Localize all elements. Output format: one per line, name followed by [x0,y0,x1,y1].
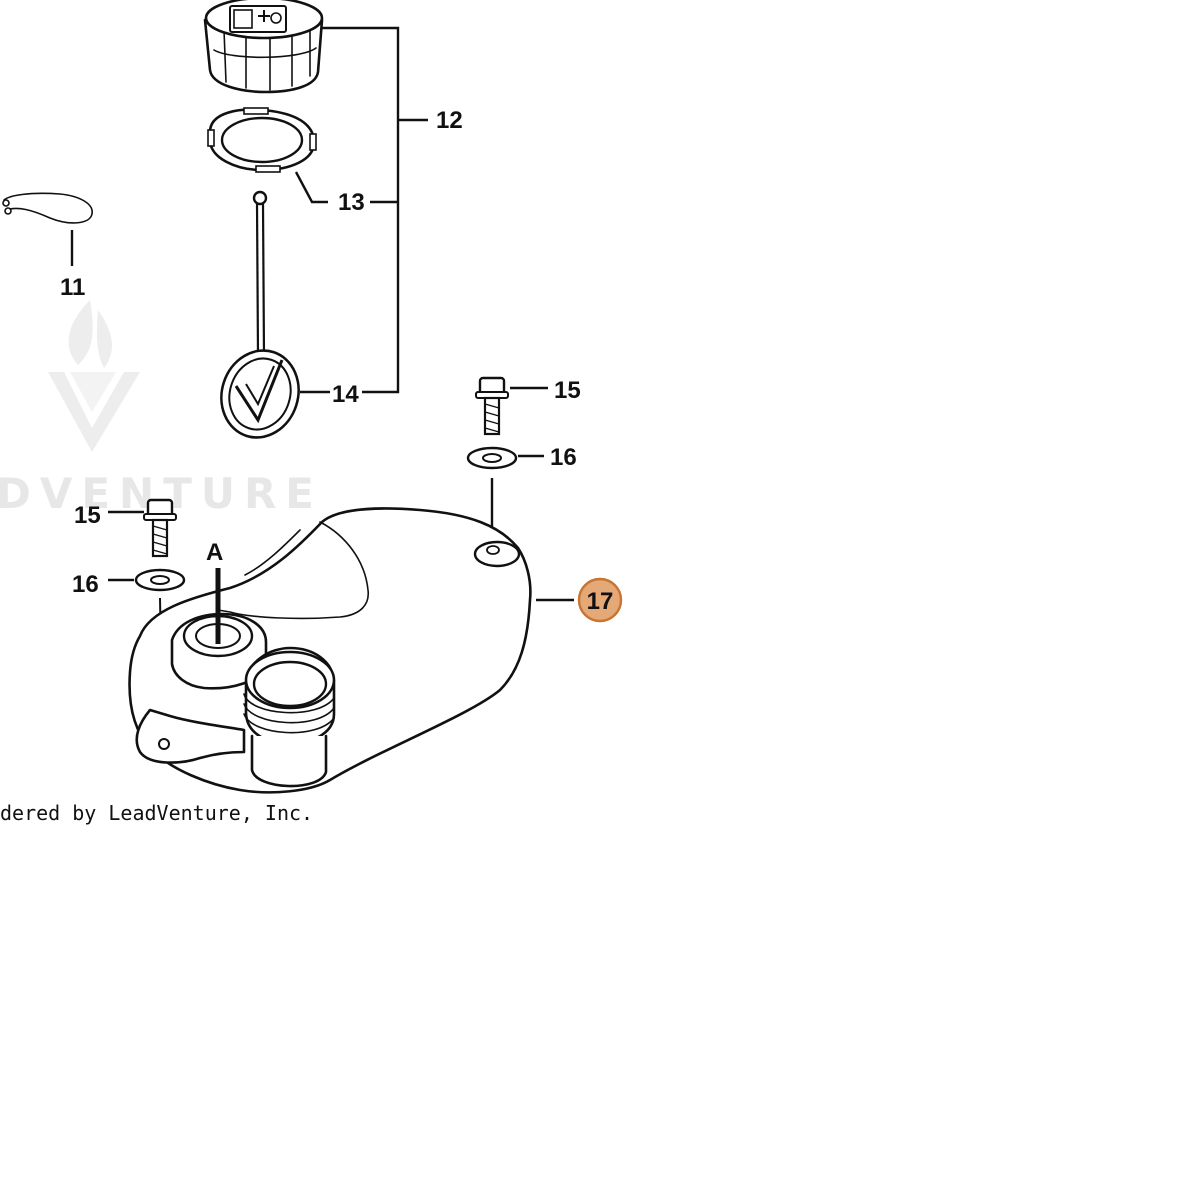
callout-14[interactable]: 14 [332,381,359,408]
callout-12[interactable]: 12 [436,107,463,134]
part-15-screw-right [475,376,548,436]
callout-16-left[interactable]: 16 [72,571,99,598]
callout-13[interactable]: 13 [338,189,365,216]
part-13-gasket [207,107,317,173]
callout-16-right[interactable]: 16 [550,444,577,471]
part-11-cord [2,192,93,266]
watermark-logo [48,300,140,452]
section-marker-a: A [206,539,223,644]
part-12-fuel-cap [203,0,324,94]
callout-17-highlight[interactable]: 17 [577,577,623,623]
section-marker-label: A [206,539,223,566]
callout-15-left[interactable]: 15 [74,502,101,529]
footer-credit: dered by LeadVenture, Inc. [0,801,313,825]
part-17-fuel-tank [128,507,574,794]
part-16-washer-right [466,446,544,546]
callout-15-right[interactable]: 15 [554,377,581,404]
leader-lines-12-13-14 [294,26,428,394]
callout-17[interactable]: 17 [587,588,614,615]
part-15-screw-left [108,498,177,558]
callout-11[interactable]: 11 [60,274,85,301]
part-14-filter [220,190,300,439]
highlight-circle [577,577,623,623]
